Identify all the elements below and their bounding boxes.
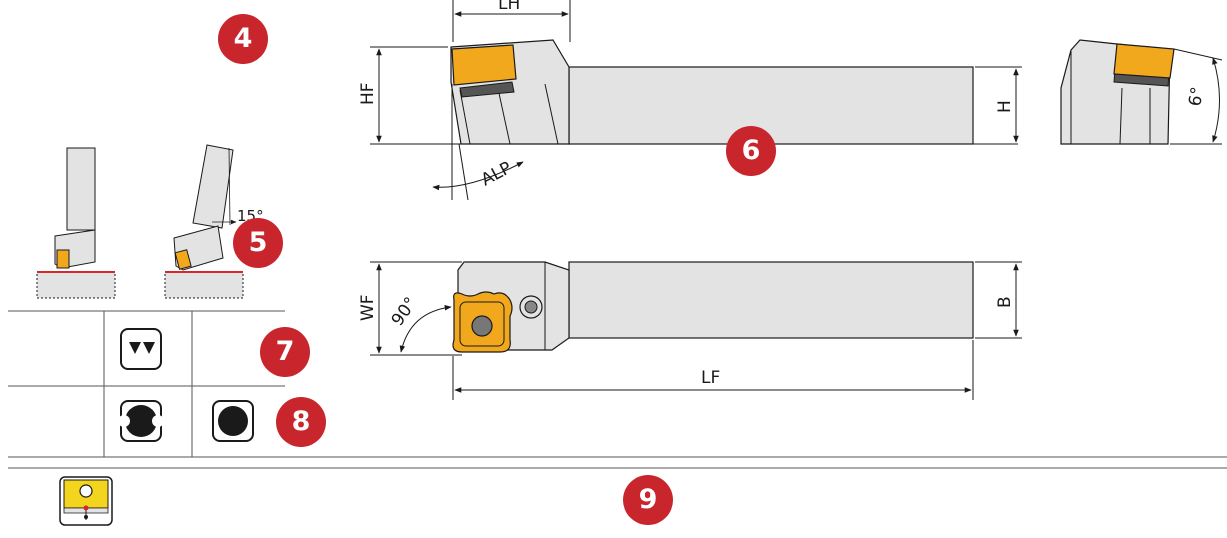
dim-b: B	[995, 296, 1015, 308]
double-triangle-icon	[120, 328, 162, 370]
inclined-tool-sketch	[164, 144, 244, 299]
dim-hf: HF	[358, 82, 378, 105]
section-badge-9: 9	[623, 475, 673, 525]
side-view-holder	[450, 39, 974, 145]
dim-lf: LF	[701, 368, 720, 388]
top-view-dimensions	[370, 261, 1022, 400]
top-view-holder	[452, 261, 974, 353]
dim-h: H	[995, 100, 1015, 113]
dim-alp: ALP	[478, 158, 515, 190]
section-badge-7: 7	[260, 327, 310, 377]
dim-lh: LH	[498, 0, 520, 14]
section-badge-6: 6	[726, 126, 776, 176]
angle-6-label: 6°	[1185, 85, 1208, 108]
end-view-holder	[1060, 39, 1175, 145]
bottom-separator	[8, 456, 1227, 469]
dim-wf: WF	[358, 294, 378, 321]
end-view-angle	[1170, 48, 1223, 145]
straight-tool-sketch	[36, 147, 116, 299]
section-badge-5: 5	[233, 218, 283, 268]
section-badge-4: 4	[218, 14, 268, 64]
section-badge-8: 8	[276, 397, 326, 447]
angle-90-label: 90°	[388, 294, 422, 330]
insert-chipbreaker-icon	[59, 476, 113, 526]
full-circle-icon	[212, 400, 254, 442]
left-table-grid	[8, 310, 285, 457]
notched-circle-icon	[118, 400, 164, 442]
